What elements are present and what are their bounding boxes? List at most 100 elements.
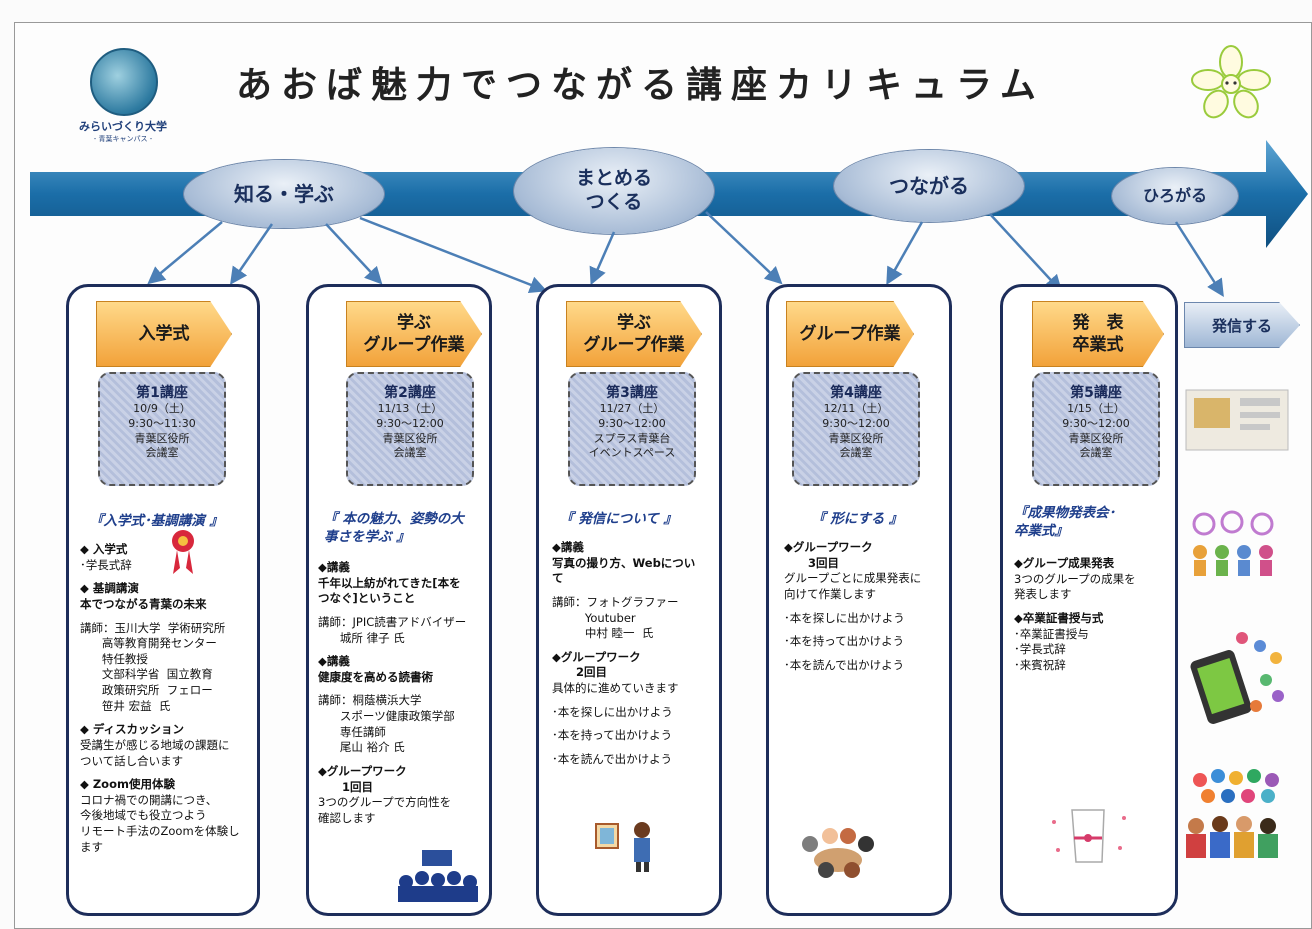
detail-line	[318, 607, 484, 615]
stage-tag-label: 学ぶ グループ作業	[583, 312, 685, 355]
logo-emblem-icon	[90, 48, 158, 116]
detail-line: 高等教育開発センター	[80, 636, 217, 651]
session-time: 9:30～12:00	[598, 416, 666, 430]
detail-line: 健康度を高める読書術	[318, 669, 433, 684]
detail-line	[552, 587, 712, 595]
session-details-4: ◆グループワーク 3回目グループごとに成果発表に向けて作業します･本を探しに出か…	[784, 540, 944, 673]
session-number: 第5講座	[1070, 385, 1122, 401]
detail-line: 3つのグループで方向性を	[318, 795, 452, 810]
detail-line	[552, 642, 712, 650]
detail-line	[784, 603, 944, 611]
detail-line: ･学長式辞	[80, 557, 132, 572]
detail-line: ･本を持って出かけよう	[784, 634, 905, 649]
rosette-icon	[172, 530, 194, 574]
phase-know-learn: 知る・学ぶ	[184, 160, 384, 228]
session-place: スプラス青葉台 イベントスペース	[588, 431, 676, 460]
detail-line: ◆グループ成果発表	[1014, 556, 1115, 570]
detail-line: 中村 睦一 氏	[552, 626, 654, 641]
session-time: 9:30～12:00	[376, 416, 444, 430]
phase-connect: つながる	[834, 150, 1024, 222]
session-box-2: 第2講座 11/13（土） 9:30～12:00 青葉区役所 会議室	[346, 372, 474, 486]
detail-line: ◆グループワーク	[318, 763, 407, 778]
session-place: 青葉区役所 会議室	[828, 431, 884, 460]
session-number: 第2講座	[384, 385, 436, 401]
stage-tag-label: 学ぶ グループ作業	[363, 312, 465, 355]
detail-line: 専任講師	[318, 724, 386, 739]
stage-tag-label: グループ作業	[799, 323, 901, 344]
session-theme-3: 『 発信について 』	[560, 510, 677, 528]
detail-line	[80, 714, 250, 722]
stage-tag-5: 発 表 卒業式	[1032, 301, 1164, 367]
detail-line	[784, 650, 944, 658]
detail-line: 講師：フォトグラファー	[552, 594, 679, 609]
logo-name: みらいづくり大学	[79, 120, 167, 133]
detail-line: つなぐ]ということ	[318, 591, 416, 606]
session-place: 青葉区役所 会議室	[1068, 431, 1124, 460]
session-box-5: 第5講座 1/15（土） 9:30～12:00 青葉区役所 会議室	[1032, 372, 1160, 486]
detail-line: 講師：桐蔭横浜大学	[318, 693, 422, 708]
detail-line: 1回目	[318, 779, 374, 794]
detail-line: ･卒業証書授与	[1014, 626, 1089, 641]
people-network-icon	[1192, 510, 1274, 576]
detail-line	[552, 697, 712, 705]
detail-line	[80, 573, 250, 581]
detail-line	[80, 613, 250, 621]
detail-line: ･本を持って出かけよう	[552, 728, 673, 743]
session-date: 11/13（土）	[377, 402, 443, 416]
page-title: あおば魅力でつながる講座カリキュラム	[236, 65, 1045, 106]
detail-line: 確認します	[318, 810, 376, 825]
social-people-icon	[1186, 769, 1279, 858]
detail-line: 政策研究所 フェロー	[80, 683, 213, 697]
detail-line	[784, 626, 944, 634]
session-time: 9:30～12:00	[822, 416, 890, 430]
group-meeting-icon	[802, 828, 874, 878]
session-date: 10/9（土）	[133, 402, 191, 416]
session-theme-5: 『成果物発表会･ 卒業式』	[1014, 504, 1115, 540]
detail-line: コロナ禍での開講につき、	[80, 792, 218, 807]
detail-line: ◆講義	[318, 654, 350, 669]
detail-line: 3つのグループの成果を	[1014, 571, 1136, 586]
presenter-icon	[595, 822, 650, 872]
detail-line: ◆ ディスカッション	[80, 722, 185, 737]
detail-line: ･本を探しに出かけよう	[552, 704, 673, 719]
detail-line: 向けて作業します	[784, 586, 876, 601]
session-details-3: ◆講義写真の撮り方、Webについて講師：フォトグラファー Youtuber 中村…	[552, 540, 712, 768]
session-box-3: 第3講座 11/27（土） 9:30～12:00 スプラス青葉台 イベントスペー…	[568, 372, 696, 486]
detail-line: ･来賓祝辞	[1014, 657, 1066, 672]
phase-spread: ひろがる	[1112, 168, 1238, 224]
session-number: 第4講座	[830, 385, 882, 401]
detail-line	[1014, 603, 1170, 611]
detail-line: 尾山 裕介 氏	[318, 740, 405, 755]
detail-line: 今後地域でも役立つよう	[80, 808, 207, 823]
detail-line: 2回目	[552, 665, 608, 680]
detail-line: ･本を読んで出かけよう	[784, 657, 905, 672]
diploma-icon	[1052, 809, 1126, 863]
session-place: 青葉区役所 会議室	[382, 431, 438, 460]
detail-line: ◆グループワーク	[552, 649, 641, 664]
detail-line: ･本を探しに出かけよう	[784, 610, 905, 625]
output-tag: 発信する	[1184, 302, 1300, 348]
phase-label: つながる	[889, 173, 969, 198]
theme-text: 『入学式･基調講演 』	[90, 513, 223, 529]
detail-line: ･本を読んで出かけよう	[552, 751, 673, 766]
session-box-1: 第1講座 10/9（土） 9:30～11:30 青葉区役所 会議室	[98, 372, 226, 486]
detail-line: グループごとに成果発表に	[784, 571, 922, 586]
audience-icon	[398, 850, 478, 902]
detail-line: ついて話し合います	[80, 753, 184, 768]
session-details-1: ◆ 入学式･学長式辞◆ 基調講演本でつながる青葉の未来講師：玉川大学 学術研究所…	[80, 542, 250, 855]
university-logo: みらいづくり大学 - 青葉キャンパス -	[79, 48, 167, 143]
stage-tag-label: 入学式	[138, 323, 190, 344]
detail-line: ･学長式辞	[1014, 642, 1066, 657]
detail-line	[318, 646, 484, 654]
session-number: 第3講座	[606, 385, 658, 401]
detail-line: 千年以上紡がれてきた[本を	[318, 575, 461, 590]
session-time: 9:30～11:30	[128, 416, 196, 430]
detail-line	[318, 756, 484, 764]
stage-tag-2: 学ぶ グループ作業	[346, 301, 482, 367]
session-box-4: 第4講座 12/11（土） 9:30～12:00 青葉区役所 会議室	[792, 372, 920, 486]
session-theme-2: 『 本の魅力、姿勢の大 事さを学ぶ 』	[324, 510, 464, 546]
detail-line: Youtuber	[552, 610, 636, 625]
detail-line: ◆ 入学式	[80, 542, 128, 556]
detail-line: ◆講義	[318, 560, 350, 574]
